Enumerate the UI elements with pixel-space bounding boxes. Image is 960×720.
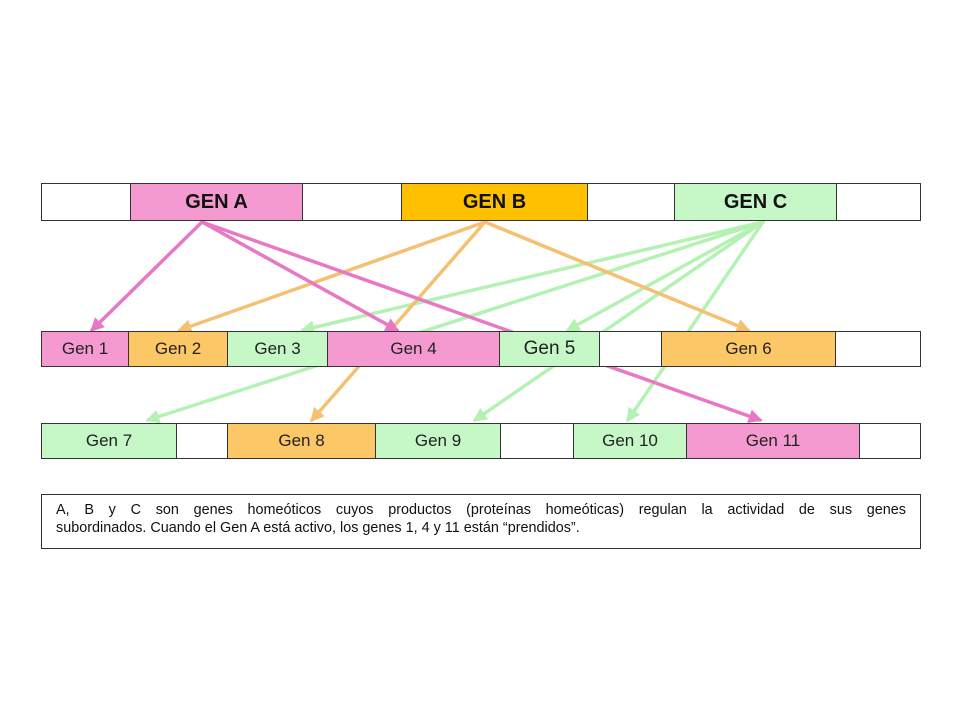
- subordinate-gene-strip-1: Gen 1 Gen 2 Gen 3 Gen 4 Gen 5 Gen 6: [41, 331, 921, 367]
- gen-11-label: Gen 11: [745, 431, 801, 450]
- empty-segment: [836, 332, 920, 366]
- empty-segment: [177, 424, 228, 458]
- empty-segment: [303, 184, 401, 220]
- gen-9-label: Gen 9: [414, 431, 462, 450]
- gen-c-label: GEN C: [723, 190, 788, 213]
- gen-8-label: Gen 8: [278, 431, 325, 450]
- arrow-gen-a-to-gen-4: [200, 220, 400, 332]
- empty-segment: [42, 184, 130, 220]
- arrow-gen-c-to-gen-3: [300, 220, 765, 335]
- gen-8-block: Gen 8: [228, 424, 376, 458]
- gen-3-label: Gen 3: [254, 339, 301, 358]
- arrow-gen-c-to-gen-9: [472, 220, 765, 422]
- gen-a-label: GEN A: [185, 190, 248, 213]
- gen-10-label: Gen 10: [602, 431, 658, 450]
- caption-line-1: A, B y C son genes homeóticos cuyos prod…: [56, 502, 906, 518]
- gen-a-block: GEN A: [130, 184, 303, 220]
- arrow-gen-c-to-gen-7: [145, 220, 765, 424]
- gen-2-label: Gen 2: [154, 339, 202, 358]
- gen-1-block: Gen 1: [42, 332, 129, 366]
- gen-4-label: Gen 4: [390, 339, 437, 358]
- gen-4-block: Gen 4: [328, 332, 500, 366]
- arrow-gen-b-to-gen-2: [177, 220, 487, 333]
- caption-line-2: subordinados. Cuando el Gen A está activ…: [56, 520, 580, 536]
- gen-10-block: Gen 10: [574, 424, 687, 458]
- empty-segment: [600, 332, 662, 366]
- gen-6-label: Gen 6: [725, 339, 772, 358]
- gen-b-label: GEN B: [462, 190, 527, 213]
- explanation-caption: A, B y C son genes homeóticos cuyos prod…: [41, 494, 921, 549]
- arrow-gen-a-to-gen-11: [200, 220, 763, 423]
- arrow-gen-a-to-gen-1: [90, 220, 204, 332]
- gen-6-block: Gen 6: [662, 332, 836, 366]
- subordinate-gene-strip-2: Gen 7 Gen 8 Gen 9 Gen 10 Gen 11: [41, 423, 921, 459]
- gen-11-block: Gen 11: [687, 424, 860, 458]
- arrow-gen-c-to-gen-10: [626, 220, 765, 423]
- gen-2-block: Gen 2: [129, 332, 228, 366]
- gen-3-block: Gen 3: [228, 332, 328, 366]
- empty-segment: [837, 184, 920, 220]
- regulator-gene-strip: GEN A GEN B GEN C: [41, 183, 921, 221]
- arrow-gen-c-to-gen-5: [565, 220, 765, 332]
- empty-segment: [860, 424, 920, 458]
- gen-9-block: Gen 9: [376, 424, 501, 458]
- empty-segment: [501, 424, 574, 458]
- gen-7-label: Gen 7: [85, 431, 133, 450]
- gen-1-label: Gen 1: [61, 339, 109, 358]
- gen-5-label: Gen 5: [523, 338, 576, 359]
- empty-segment: [588, 184, 674, 220]
- gen-b-block: GEN B: [401, 184, 588, 220]
- gen-5-block: Gen 5: [500, 332, 600, 366]
- gen-7-block: Gen 7: [42, 424, 177, 458]
- arrow-gen-b-to-gen-6: [483, 220, 751, 333]
- gen-c-block: GEN C: [674, 184, 837, 220]
